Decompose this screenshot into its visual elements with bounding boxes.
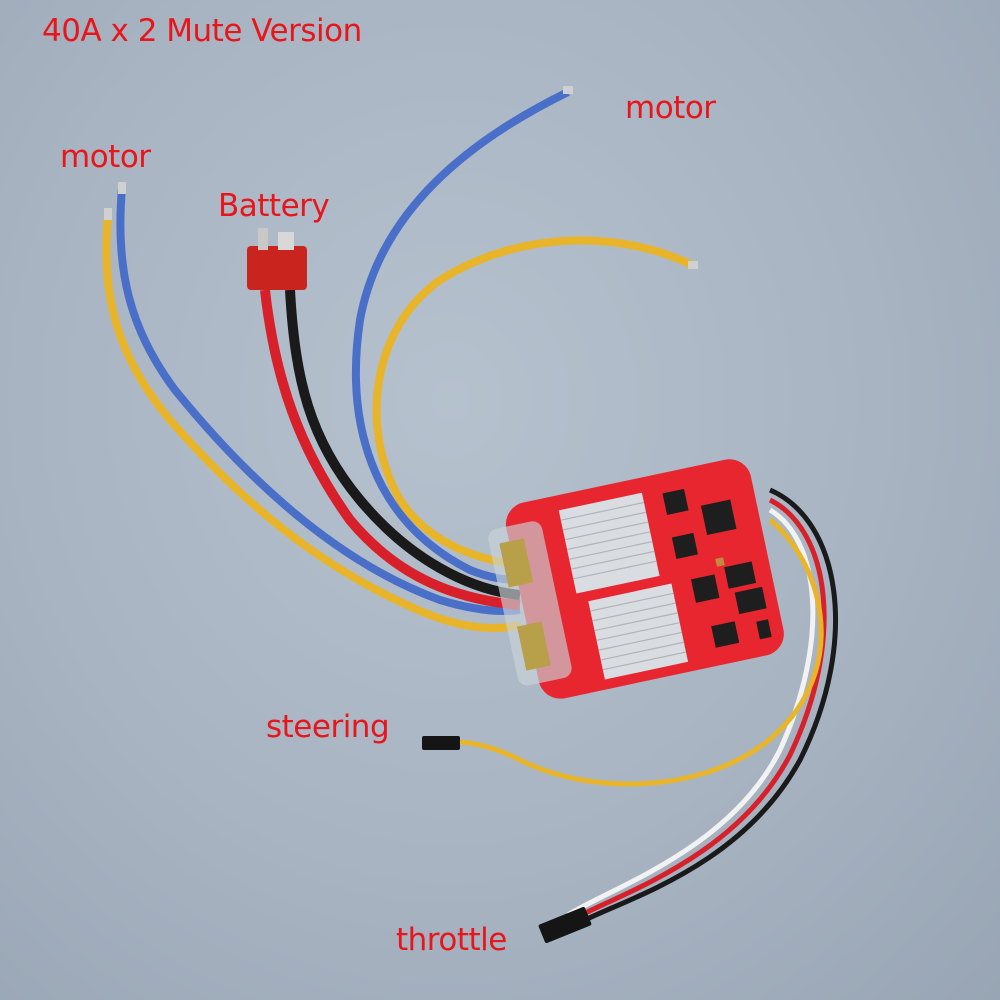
- throttle-wire-red: [570, 497, 827, 923]
- left-motor-wire-blue: [116, 187, 521, 615]
- battery-wire-black: [285, 289, 521, 600]
- heatsink-top: [558, 492, 660, 594]
- throttle-connector: [538, 906, 592, 944]
- right-motor-wire-yellow: [372, 236, 694, 569]
- battery-label: Battery: [218, 188, 330, 224]
- steering-connector: [422, 736, 460, 750]
- throttle-label: throttle: [396, 922, 507, 958]
- left-motor-wire-yellow: [102, 214, 521, 632]
- battery-wire-red: [260, 289, 521, 610]
- right-motor-wire-blue: [351, 88, 570, 584]
- deans-connector: [247, 246, 307, 290]
- throttle-wire-black: [573, 487, 838, 928]
- throttle-wire-white: [566, 507, 816, 918]
- motor-label-right: motor: [625, 90, 716, 126]
- steering-label: steering: [266, 709, 390, 745]
- motor-label-left: motor: [60, 139, 151, 175]
- steering-wire-yellow: [454, 518, 824, 787]
- title-label: 40A x 2 Mute Version: [42, 13, 362, 49]
